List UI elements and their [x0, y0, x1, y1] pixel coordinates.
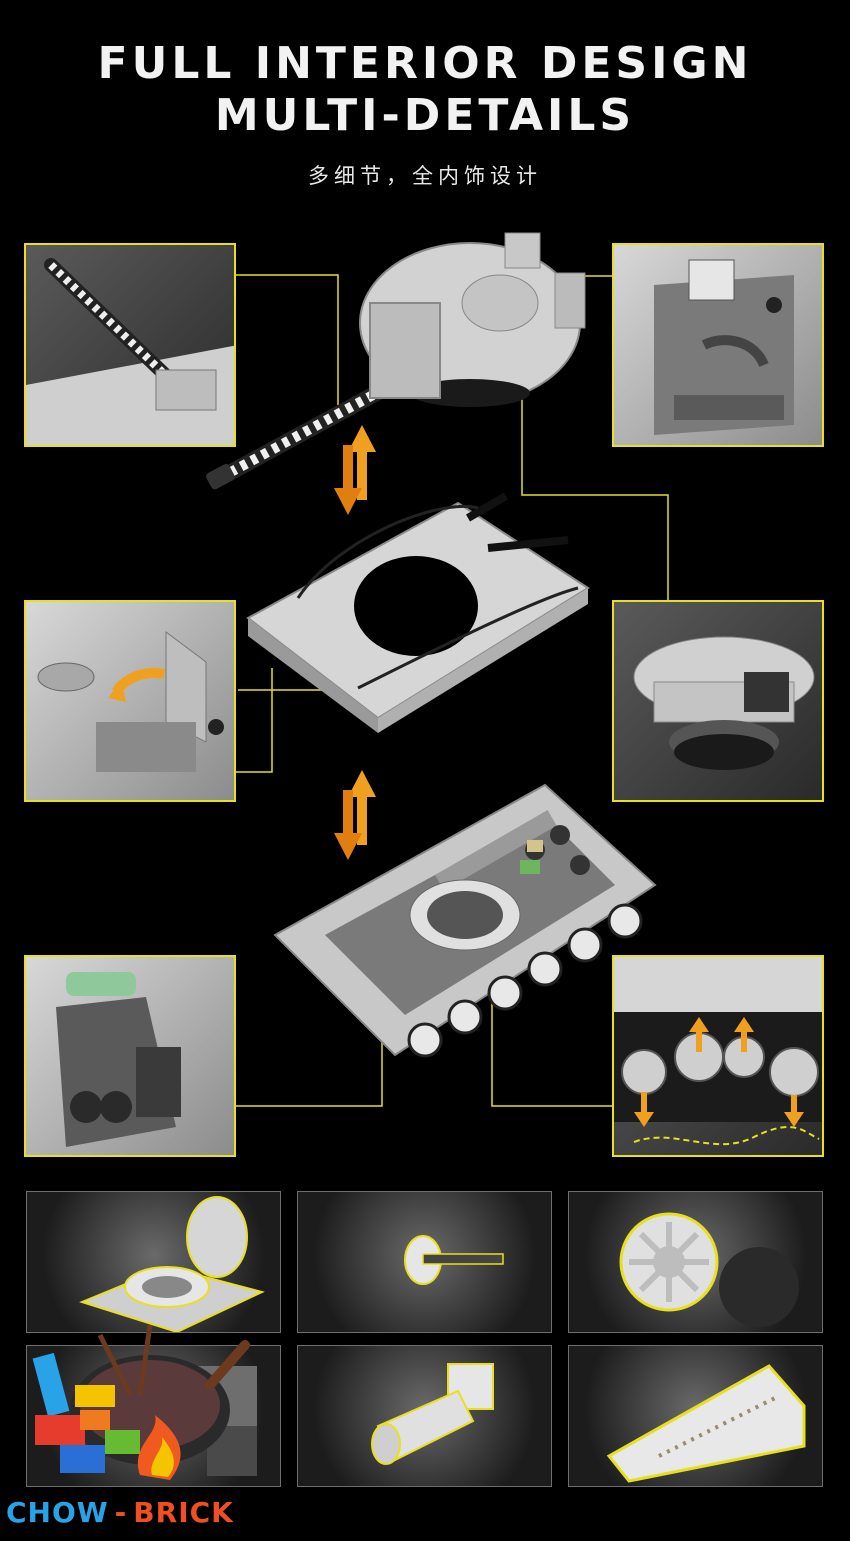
callout-driver-compartment — [24, 955, 236, 1157]
callout-gun-barrel — [24, 243, 236, 447]
brand-name-part-2: BRICK — [133, 1496, 234, 1529]
turret-interior-detail-image — [654, 259, 794, 435]
tank-chassis-interior-image — [273, 783, 657, 1058]
callout-suspension — [612, 955, 824, 1157]
toilet-hatch-detail-image — [79, 1196, 265, 1332]
driver-compartment-detail-image — [56, 972, 181, 1147]
thumbnail-periscope-mount — [297, 1345, 552, 1487]
page-title-line-1: FULL INTERIOR DESIGN — [97, 38, 753, 89]
page-subtitle: 多细节，全内饰设计 — [308, 164, 542, 188]
tank-hull-top-image — [246, 492, 590, 733]
brand-separator: - — [114, 1496, 128, 1529]
periscope-mount-detail-image — [371, 1363, 494, 1465]
tank-turret-image — [206, 232, 586, 490]
turret-rear-detail-image — [633, 636, 815, 770]
up-down-arrow-icon — [334, 425, 376, 515]
brand-name-part-1: CHOW — [6, 1496, 109, 1529]
thumbnail-road-wheel — [568, 1191, 823, 1333]
callout-turret-rear — [612, 600, 824, 802]
hatch-hinge-detail-image — [37, 631, 224, 772]
fender-plate-detail-image — [606, 1364, 806, 1483]
gun-barrel-detail-image — [26, 258, 234, 445]
callout-turret-interior — [612, 243, 824, 447]
callout-hatch-hinge — [24, 600, 236, 802]
brand-wordmark: CHOW-BRICK — [6, 1496, 234, 1529]
thumbnail-fender-plate — [568, 1345, 823, 1487]
thumbnail-hull-machine-gun — [297, 1191, 552, 1333]
page-title-line-2: MULTI-DETAILS — [214, 90, 636, 141]
road-wheel-detail-image — [619, 1212, 799, 1327]
up-down-arrow-icon — [334, 770, 376, 860]
hull-machine-gun-detail-image — [404, 1235, 504, 1285]
cooking-pan-logo-icon — [32, 1324, 250, 1480]
suspension-detail-image — [614, 957, 822, 1146]
thumbnail-toilet-hatch — [26, 1191, 281, 1333]
